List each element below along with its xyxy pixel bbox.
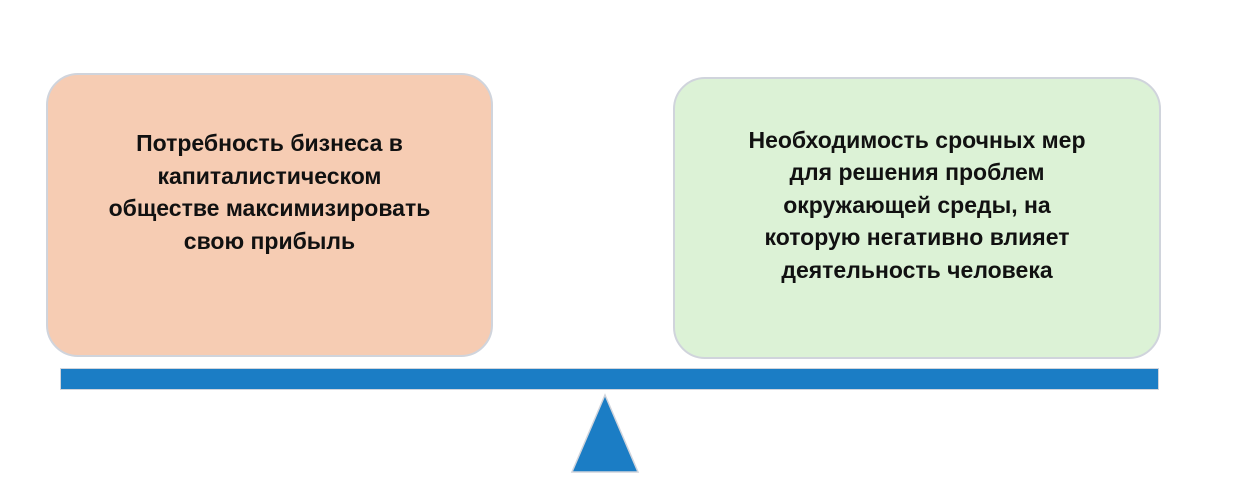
scale-beam (60, 368, 1159, 390)
environment-text: Необходимость срочных мер для решения пр… (748, 126, 1086, 283)
environment-box: Необходимость срочных мер для решения пр… (673, 77, 1161, 359)
scale-fulcrum-triangle (570, 393, 640, 473)
business-profit-box: Потребность бизнеса в капиталистическом … (46, 73, 493, 357)
business-profit-text: Потребность бизнеса в капиталистическом … (108, 130, 431, 254)
